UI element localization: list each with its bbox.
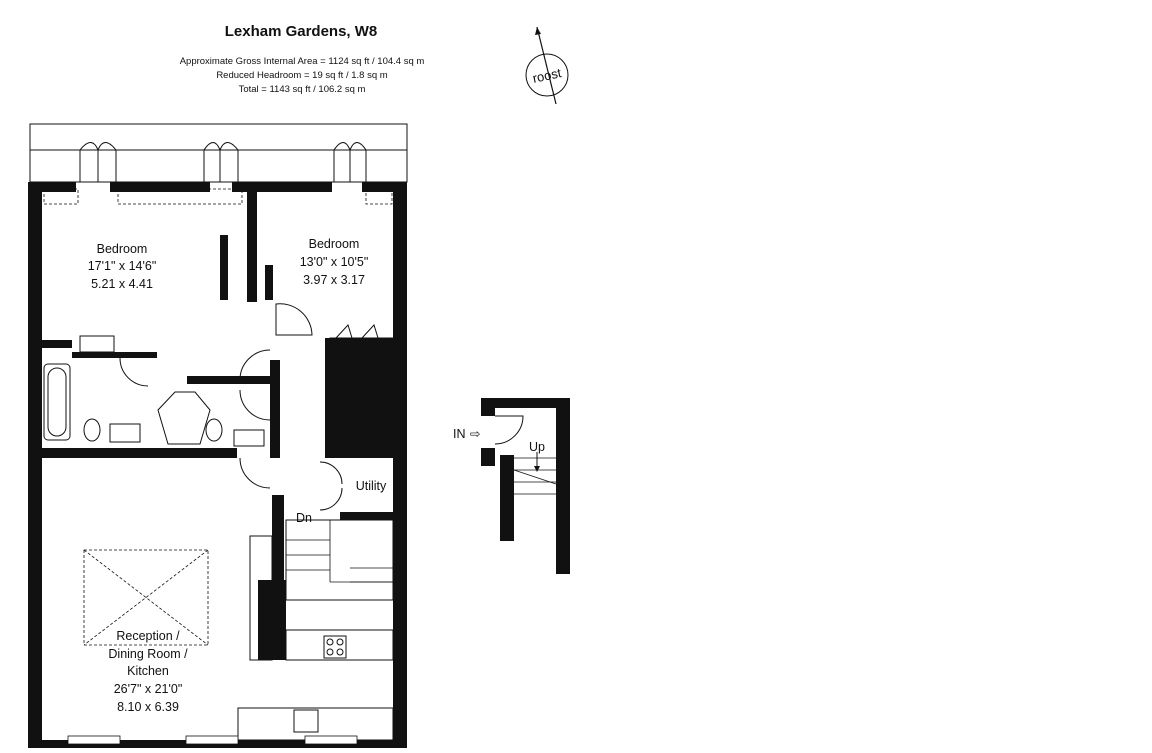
entrance-stairwell	[481, 398, 570, 574]
reception-label-line2: Dining Room /	[108, 647, 188, 661]
internal-stairs	[285, 519, 394, 601]
bedroom-1-label: Bedroom	[97, 242, 148, 256]
gross-area-text: Approximate Gross Internal Area = 1124 s…	[180, 56, 425, 67]
balcony	[29, 123, 408, 183]
toilet-icon	[83, 418, 101, 442]
skylight	[83, 549, 209, 646]
wardrobe	[79, 324, 394, 359]
utility-label: Utility	[356, 479, 387, 493]
french-doors	[79, 142, 367, 182]
logo-text: roost	[531, 65, 563, 86]
toilet-icon	[205, 418, 223, 442]
total-area-text: Total = 1143 sq ft / 106.2 sq m	[239, 84, 366, 95]
bedroom-1-metric: 5.21 x 4.41	[91, 277, 153, 291]
stairs-down-label: Dn	[296, 511, 312, 525]
doors	[119, 303, 343, 511]
kitchen-counters	[237, 535, 394, 741]
bedroom-2-imperial: 13'0" x 10'5"	[300, 255, 369, 269]
bottom-windows	[67, 735, 358, 745]
sink-icon	[293, 709, 319, 733]
entrance-arrow-icon: ⇨	[470, 427, 481, 441]
internal-walls	[42, 190, 393, 660]
bedroom-1-imperial: 17'1" x 14'6"	[88, 259, 157, 273]
stairs-up-label: Up	[529, 440, 545, 454]
reduced-headroom-text: Reduced Headroom = 19 sq ft / 1.8 sq m	[216, 70, 387, 81]
bedroom-2-label: Bedroom	[309, 237, 360, 251]
window-recesses	[43, 188, 393, 205]
hob-icon	[323, 635, 347, 659]
bedroom-2-metric: 3.97 x 3.17	[303, 273, 365, 287]
plan-title: Lexham Gardens, W8	[225, 23, 378, 40]
compass-logo: roost	[525, 26, 569, 105]
bathroom-fixtures	[43, 363, 265, 447]
entrance-label: IN	[453, 427, 466, 441]
reception-label-line3: Kitchen	[127, 664, 169, 678]
reception-label-line1: Reception /	[116, 629, 180, 643]
reception-imperial: 26'7" x 21'0"	[114, 682, 183, 696]
reception-metric: 8.10 x 6.39	[117, 700, 179, 714]
